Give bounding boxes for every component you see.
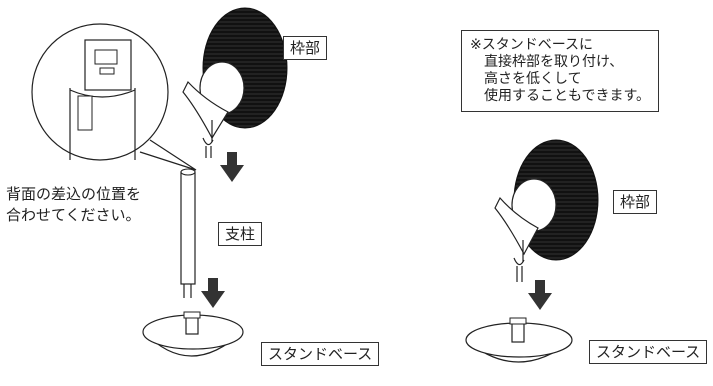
note-line: ※スタンドベースに (470, 37, 594, 53)
low-height-note: ※スタンドベースに 直接枠部を取り付け、 高さを低くして 使用することもできます… (461, 30, 660, 112)
down-arrow-icon (528, 280, 552, 310)
zoom-detail-icon (31, 23, 197, 171)
callout-line: 合わせてください。 (6, 206, 141, 224)
callout-line: 背面の差込の位置を (6, 185, 142, 203)
fan-head-icon (494, 139, 599, 282)
stand-base-label: スタンドベース (261, 342, 380, 366)
pole-label: 支柱 (218, 222, 263, 246)
down-arrow-icon (201, 278, 225, 308)
note-line: 高さを低くして (484, 71, 582, 87)
frame-label: 枠部 (613, 190, 658, 214)
down-arrow-icon (220, 152, 244, 182)
alignment-instruction: 背面の差込の位置を 合わせてください。 (6, 184, 141, 226)
stand-base-label: スタンドベース (589, 340, 708, 364)
pole-icon (180, 168, 196, 298)
note-line: 使用することもできます。 (484, 88, 651, 104)
note-line: 直接枠部を取り付け、 (484, 54, 624, 70)
stand-base-icon (142, 311, 244, 357)
fan-head-icon (182, 7, 288, 158)
stand-base-icon (465, 317, 573, 363)
frame-label: 枠部 (283, 36, 328, 60)
